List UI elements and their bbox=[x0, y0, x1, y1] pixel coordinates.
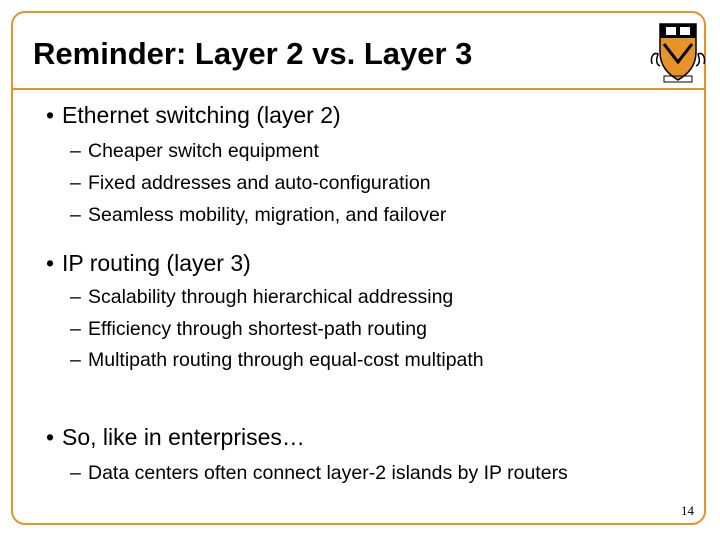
sub-bullet-text: Seamless mobility, migration, and failov… bbox=[88, 204, 447, 226]
dash-marker: – bbox=[70, 286, 81, 308]
sub-bullet-text: Cheaper switch equipment bbox=[88, 140, 319, 162]
sub-bullet-text: Fixed addresses and auto-configuration bbox=[88, 172, 431, 194]
slide-frame bbox=[11, 11, 706, 525]
bullet-dot: • bbox=[46, 102, 55, 128]
sub-bullet-text: Multipath routing through equal-cost mul… bbox=[88, 349, 484, 371]
sub-bullet-item: –Seamless mobility, migration, and failo… bbox=[70, 204, 446, 227]
sub-bullet-item: –Fixed addresses and auto-configuration bbox=[70, 172, 431, 195]
sub-bullet-text: Data centers often connect layer-2 islan… bbox=[88, 462, 568, 484]
bullet-text: IP routing (layer 3) bbox=[62, 250, 251, 276]
sub-bullet-item: –Scalability through hierarchical addres… bbox=[70, 286, 453, 309]
sub-bullet-item: –Efficiency through shortest-path routin… bbox=[70, 318, 427, 341]
princeton-shield-icon bbox=[650, 23, 706, 83]
page-number: 14 bbox=[681, 503, 694, 518]
bullet-text: Ethernet switching (layer 2) bbox=[62, 102, 341, 128]
sub-bullet-text: Scalability through hierarchical address… bbox=[88, 286, 454, 308]
bullet-dot: • bbox=[46, 250, 55, 276]
sub-bullet-text: Efficiency through shortest-path routing bbox=[88, 318, 427, 340]
slide-title: Reminder: Layer 2 vs. Layer 3 bbox=[33, 36, 473, 71]
dash-marker: – bbox=[70, 140, 81, 162]
bullet-dot: • bbox=[46, 424, 55, 450]
dash-marker: – bbox=[70, 204, 81, 226]
bullet-text: So, like in enterprises… bbox=[62, 424, 305, 450]
bullet-item: • So, like in enterprises… bbox=[46, 424, 305, 451]
sub-bullet-item: –Data centers often connect layer-2 isla… bbox=[70, 462, 568, 485]
dash-marker: – bbox=[70, 172, 81, 194]
bullet-item: • IP routing (layer 3) bbox=[46, 250, 251, 277]
sub-bullet-item: –Cheaper switch equipment bbox=[70, 140, 319, 163]
dash-marker: – bbox=[70, 318, 81, 340]
dash-marker: – bbox=[70, 349, 81, 371]
bullet-item: • Ethernet switching (layer 2) bbox=[46, 102, 341, 129]
title-divider bbox=[13, 88, 704, 90]
sub-bullet-item: –Multipath routing through equal-cost mu… bbox=[70, 349, 484, 372]
dash-marker: – bbox=[70, 462, 81, 484]
